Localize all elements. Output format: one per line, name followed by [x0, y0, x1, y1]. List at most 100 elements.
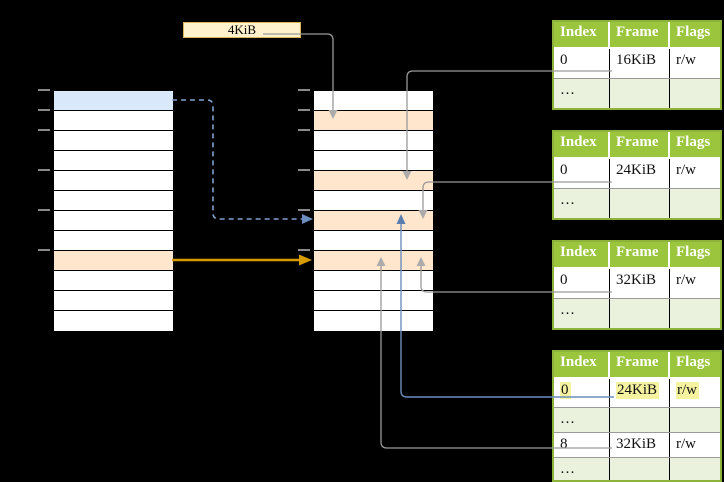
header-index: Index: [554, 22, 610, 47]
header-index: Index: [554, 352, 610, 377]
page-table-24kib: Index Frame Flags 0 24KiB r/w …: [552, 130, 722, 220]
table-row-ellipsis: …: [554, 78, 720, 108]
header-flags: Flags: [676, 24, 711, 40]
address-tick: [38, 249, 50, 251]
address-tick: [38, 89, 50, 91]
header-flags: Flags: [676, 354, 711, 370]
table-row: 0 24KiB r/w: [554, 159, 720, 188]
virtual-page-row: [54, 291, 173, 311]
virtual-page-row: [54, 171, 173, 191]
arrow-virtual-page-orange: [172, 254, 312, 266]
header-frame: Frame: [610, 132, 670, 157]
virtual-page-row: [54, 191, 173, 211]
cell-frame: [610, 299, 670, 328]
address-tick: [298, 209, 310, 211]
frame-row: [314, 191, 433, 211]
cell-flags: r/w: [676, 272, 696, 288]
address-tick: [38, 169, 50, 171]
cell-flags: [670, 408, 720, 432]
cell-index: …: [554, 79, 610, 108]
cell-index: …: [554, 408, 610, 432]
frame-row: [314, 311, 433, 331]
highlighted-value: 24KiB: [616, 382, 660, 399]
cell-flags: r/w: [670, 379, 720, 407]
cell-flags: [670, 299, 720, 328]
table-row: 0 16KiB r/w: [554, 49, 720, 78]
frame-row: [314, 151, 433, 171]
table-row: 8 32KiB r/w: [554, 432, 720, 457]
virtual-page-row-mapped-orange: [54, 251, 173, 271]
address-tick: [38, 109, 50, 111]
table-row-ellipsis: …: [554, 457, 720, 480]
frame-row-page-table: [314, 111, 433, 131]
header-flags: Flags: [676, 134, 711, 150]
virtual-page-row: [54, 131, 173, 151]
cell-frame: [610, 458, 670, 480]
virtual-page-row: [54, 211, 173, 231]
table-header-row: Index Frame Flags: [554, 352, 720, 379]
page-table-bottom: Index Frame Flags 0 24KiB r/w … 8 32KiB …: [552, 350, 722, 482]
cell-flags: [670, 79, 720, 108]
header-index: Index: [554, 242, 610, 267]
cell-index: 0: [554, 159, 610, 188]
table-row-ellipsis: …: [554, 298, 720, 328]
virtual-page-row: [54, 111, 173, 131]
table-row-highlighted: 0 24KiB r/w: [554, 379, 720, 407]
virtual-page-row: [54, 271, 173, 291]
table-row-ellipsis: …: [554, 188, 720, 218]
cell-index: 0: [554, 269, 610, 298]
cell-frame: [610, 79, 670, 108]
frame-size-label: 4KiB: [183, 22, 301, 38]
cell-flags: r/w: [676, 436, 696, 452]
cell-frame: 16KiB: [610, 49, 670, 78]
virtual-page-row: [54, 231, 173, 251]
virtual-page-row-mapped-blue: [54, 91, 173, 111]
address-tick: [38, 129, 50, 131]
arrow-virtual-page-dashed: [172, 99, 313, 224]
table-header-row: Index Frame Flags: [554, 242, 720, 269]
cell-frame: [610, 408, 670, 432]
cell-index: …: [554, 299, 610, 328]
address-tick: [298, 129, 310, 131]
cell-frame: [610, 189, 670, 218]
cell-flags: r/w: [676, 162, 696, 178]
highlighted-value: 0: [560, 382, 571, 399]
frame-row: [314, 291, 433, 311]
header-flags: Flags: [676, 244, 711, 260]
page-table-16kib: Index Frame Flags 0 16KiB r/w …: [552, 20, 722, 110]
cell-frame: 24KiB: [610, 159, 670, 188]
cell-index: 0: [554, 49, 610, 78]
frame-row: [314, 271, 433, 291]
cell-frame: 24KiB: [610, 379, 670, 407]
header-index: Index: [554, 132, 610, 157]
physical-memory-column: [313, 90, 434, 332]
virtual-page-row: [54, 151, 173, 171]
cell-frame: 32KiB: [610, 433, 670, 457]
table-header-row: Index Frame Flags: [554, 132, 720, 159]
cell-frame: 32KiB: [610, 269, 670, 298]
header-frame: Frame: [610, 242, 670, 267]
cell-index: 0: [554, 379, 610, 407]
virtual-memory-column: [53, 90, 174, 332]
address-tick: [298, 89, 310, 91]
frame-row: [314, 231, 433, 251]
highlighted-value: r/w: [676, 382, 699, 399]
address-tick: [38, 209, 50, 211]
cell-flags: [670, 458, 720, 480]
cell-index: …: [554, 189, 610, 218]
frame-row: [314, 131, 433, 151]
address-tick: [298, 249, 310, 251]
frame-row-page-table: [314, 211, 433, 231]
address-tick: [298, 169, 310, 171]
header-frame: Frame: [610, 352, 670, 377]
table-row-ellipsis: …: [554, 407, 720, 432]
frame-row-page-table: [314, 171, 433, 191]
header-frame: Frame: [610, 22, 670, 47]
table-row: 0 32KiB r/w: [554, 269, 720, 298]
page-table-32kib: Index Frame Flags 0 32KiB r/w …: [552, 240, 722, 330]
frame-row-page-table: [314, 251, 433, 271]
frame-row: [314, 91, 433, 111]
virtual-page-row: [54, 311, 173, 331]
cell-flags: r/w: [676, 52, 696, 68]
